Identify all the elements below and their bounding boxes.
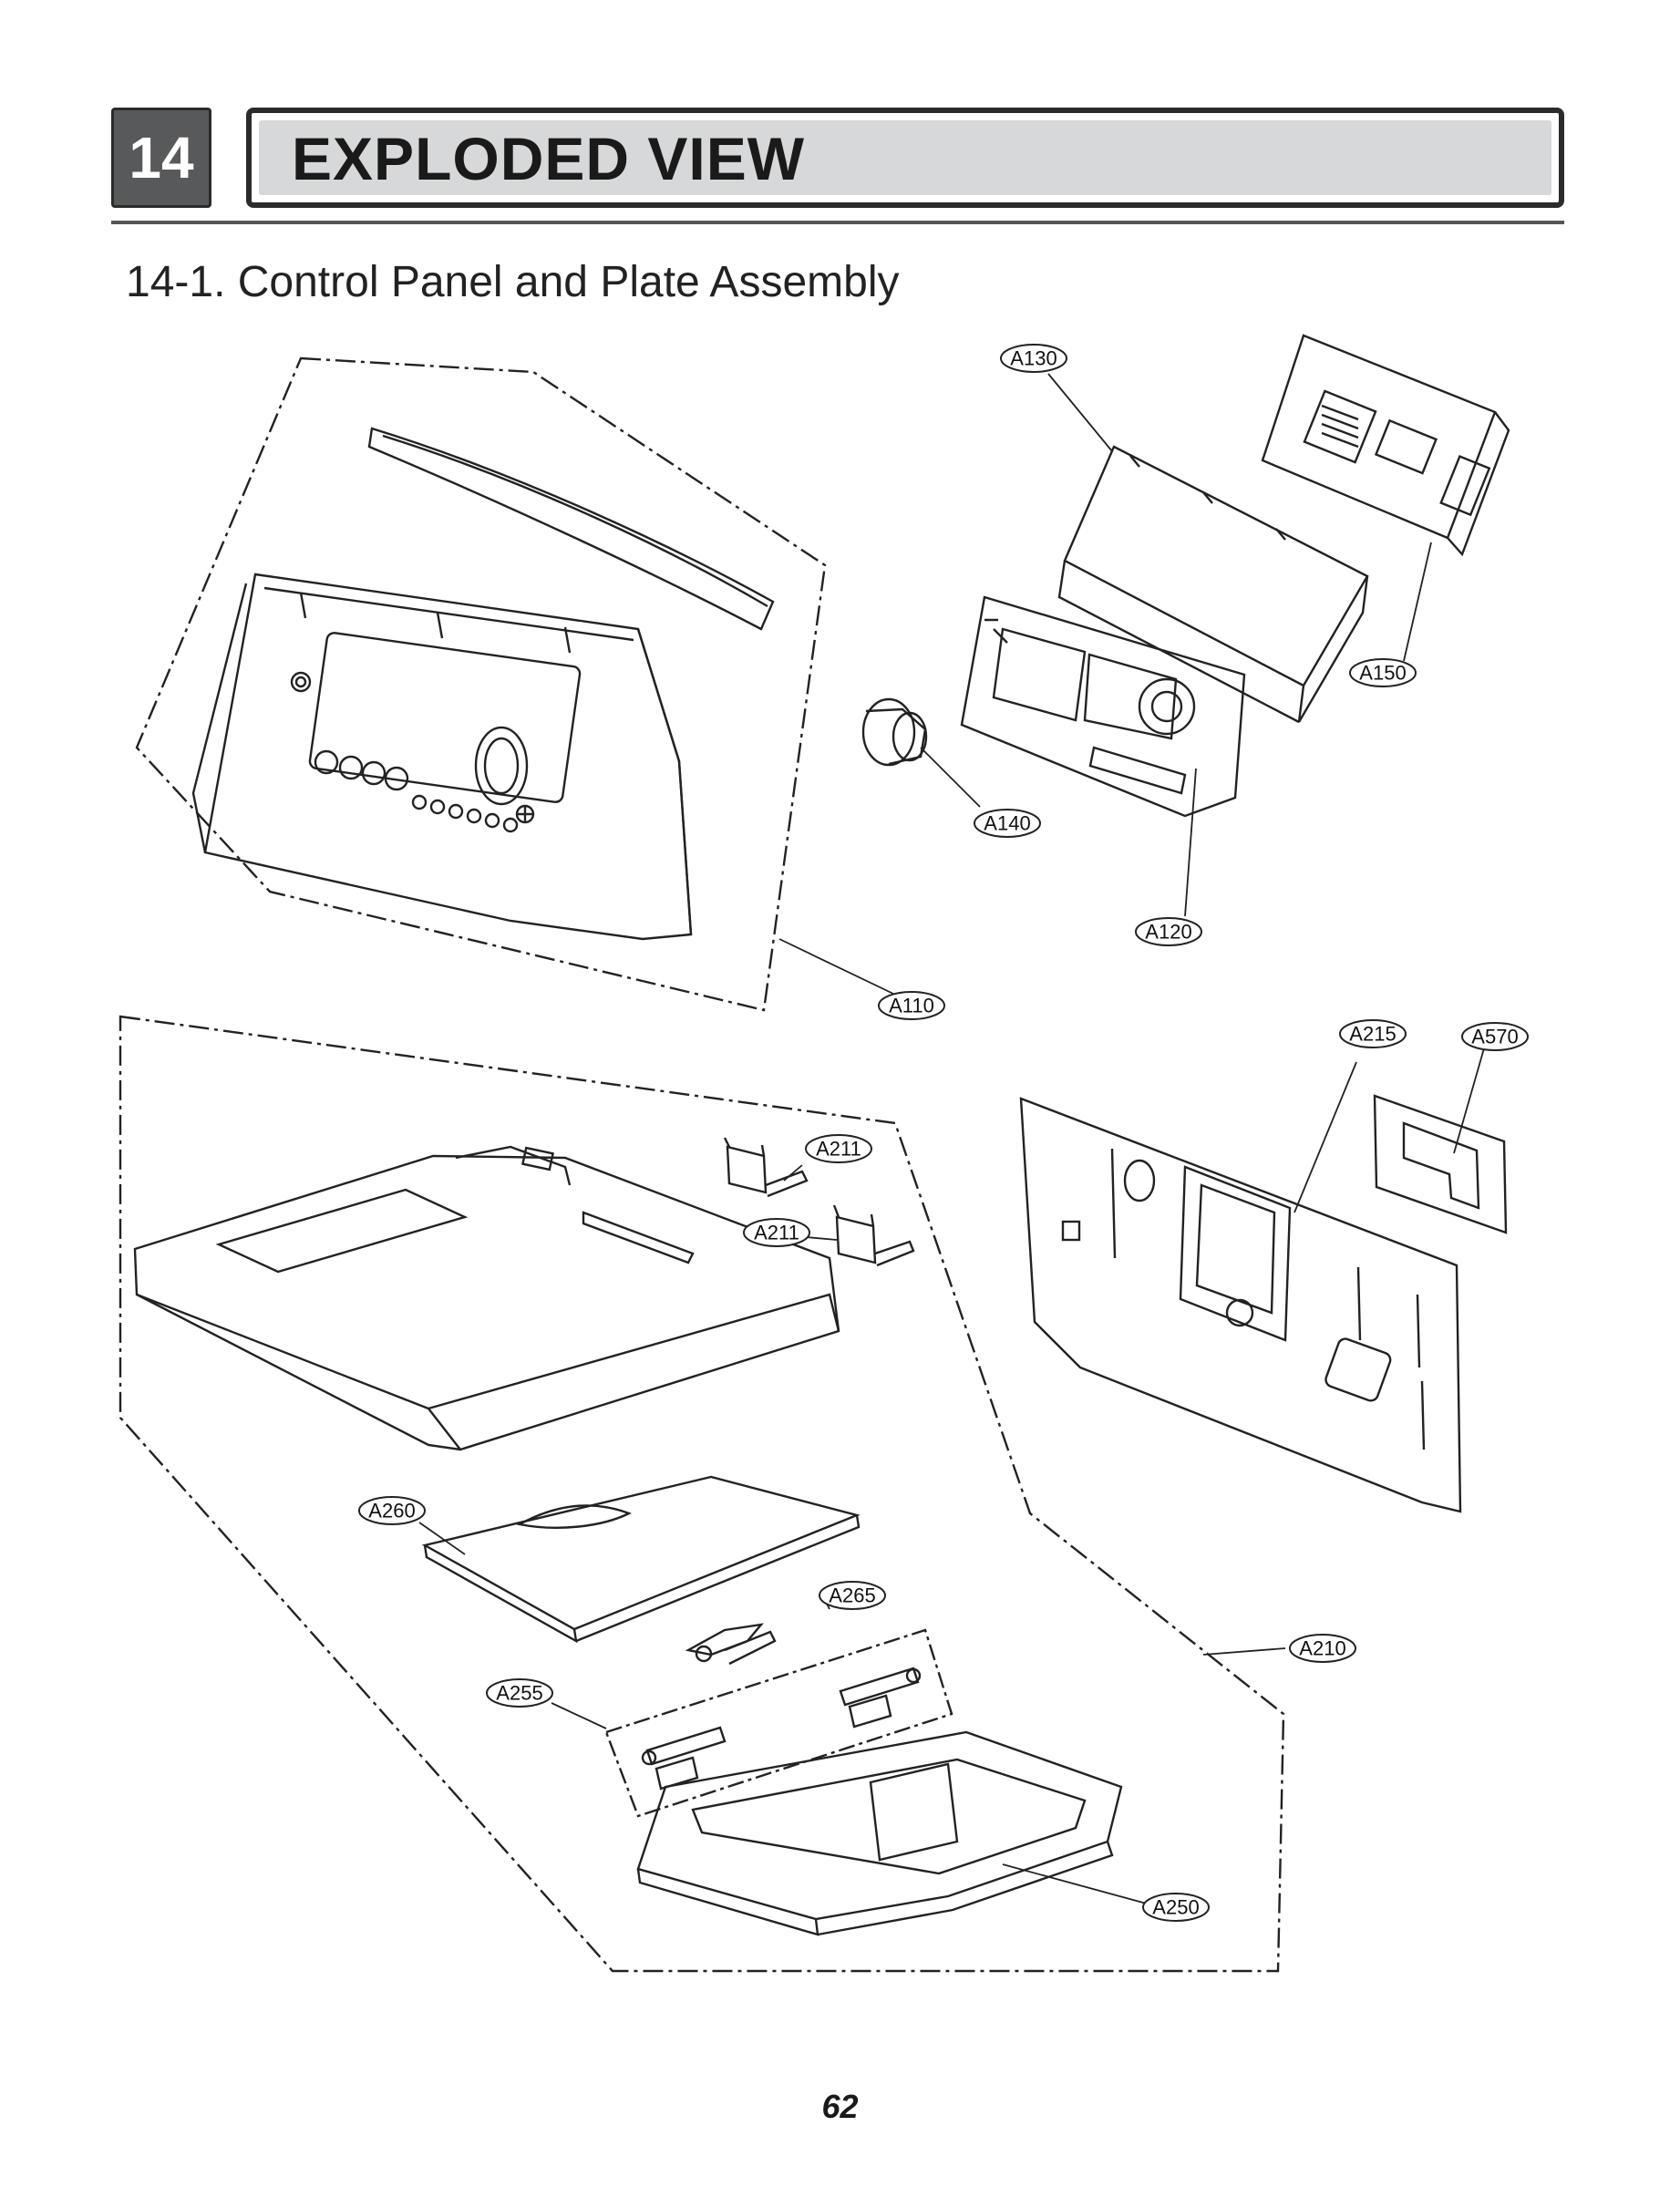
callout-oval-a570	[1461, 1022, 1529, 1051]
callout-oval-a120	[1135, 917, 1202, 946]
control-panel-trim-edge	[382, 434, 768, 608]
control-panel-trim	[367, 427, 775, 631]
chapter-title-box: EXPLODED VIEW	[246, 108, 1564, 208]
callout-a265: A265	[829, 1584, 875, 1607]
top-cover-a210	[133, 1145, 840, 1451]
callout-a250: A250	[1152, 1896, 1199, 1919]
display-pcb-a120	[960, 595, 1246, 818]
callout-a210: A210	[1299, 1637, 1345, 1660]
callout-a255: A255	[496, 1682, 542, 1705]
callout-oval-a110	[878, 991, 945, 1020]
callout-oval-a150	[1349, 658, 1417, 687]
callout-oval-a211-upper	[805, 1134, 872, 1163]
callout-a215: A215	[1349, 1023, 1396, 1046]
lid-a260	[421, 1475, 861, 1644]
callout-oval-a140	[974, 809, 1041, 838]
callout-oval-a210	[1289, 1634, 1356, 1663]
section-heading: 14-1. Control Panel and Plate Assembly	[126, 258, 900, 306]
callout-a570: A570	[1471, 1026, 1518, 1048]
pcb-cover-a150	[1261, 334, 1510, 557]
hinge-a211-upper	[723, 1137, 809, 1198]
callout-oval-a265	[819, 1581, 886, 1610]
group-boundary-a110	[135, 356, 827, 1012]
callout-a150: A150	[1359, 662, 1406, 685]
callout-a130: A130	[1010, 347, 1056, 370]
pcb-housing-a130	[1057, 445, 1369, 724]
callout-a110: A110	[889, 995, 934, 1017]
group-boundary-a210	[119, 1015, 1285, 1973]
callout-oval-a250	[1142, 1893, 1210, 1922]
title-rule	[111, 221, 1564, 224]
page-number: 62	[821, 2088, 859, 2125]
callout-oval-a215	[1339, 1019, 1407, 1048]
callout-oval-a211-lower	[743, 1218, 810, 1247]
hinge-pin-a255-left	[641, 1726, 727, 1791]
chapter-number: 14	[129, 125, 194, 191]
callout-a260: A260	[368, 1500, 415, 1522]
back-plate-a215	[1019, 1097, 1462, 1513]
chapter-number-box: 14	[111, 108, 211, 208]
callout-a140: A140	[984, 812, 1030, 835]
group-boundary-a255	[604, 1628, 953, 1818]
control-panel-a110	[191, 573, 693, 941]
frame-a250	[636, 1730, 1123, 1936]
latch-a265	[685, 1623, 777, 1666]
chapter-title-band	[259, 120, 1551, 195]
leader-lines	[418, 373, 1485, 1906]
callout-oval-a130	[1000, 344, 1067, 373]
hinge-a211-lower	[832, 1204, 915, 1267]
callout-oval-a260	[358, 1496, 426, 1525]
access-cover-a570	[1373, 1094, 1508, 1234]
callout-a211-upper: A211	[816, 1138, 861, 1161]
callout-oval-a255	[486, 1678, 553, 1708]
callout-a211-lower: A211	[754, 1222, 799, 1244]
callout-a120: A120	[1145, 921, 1191, 944]
hinge-pin-a255-right	[839, 1667, 922, 1729]
knob-a140	[861, 697, 928, 767]
chapter-title: EXPLODED VIEW	[292, 125, 806, 192]
